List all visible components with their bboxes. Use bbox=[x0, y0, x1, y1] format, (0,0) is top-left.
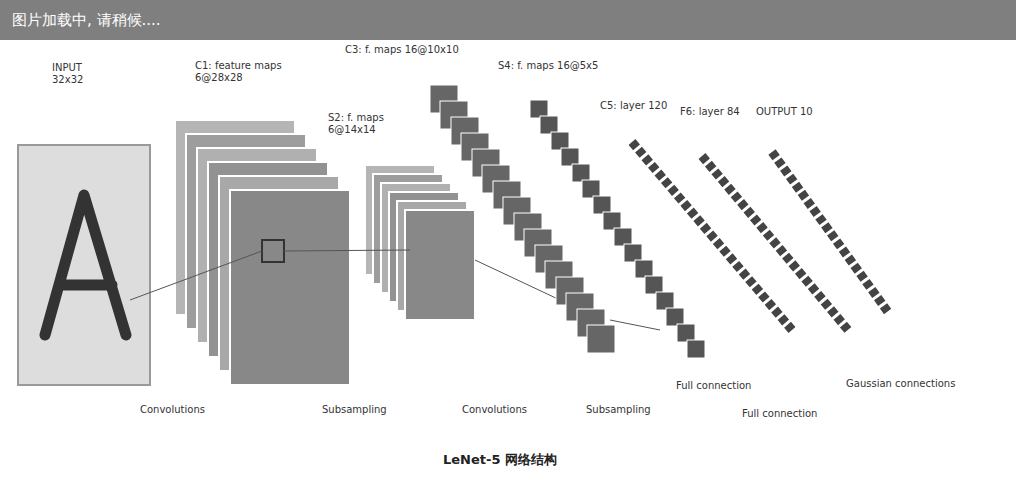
operation-label: Subsampling bbox=[322, 404, 387, 416]
operation-label: Full connection bbox=[742, 408, 817, 420]
layer-box: S4: f. maps 16@5x5 bbox=[498, 60, 610, 72]
layer-box: F6: layer 84 bbox=[680, 106, 746, 118]
layer-label: S4: f. maps 16@5x5 bbox=[498, 60, 610, 72]
layer-box: OUTPUT 10 bbox=[756, 106, 828, 118]
layer-box: C1: feature maps 6@28x28 bbox=[195, 60, 307, 84]
layer-label: INPUT 32x32 bbox=[52, 62, 116, 86]
layer-box: INPUT 32x32 bbox=[52, 62, 116, 86]
layer-label: C1: feature maps 6@28x28 bbox=[195, 60, 307, 84]
layer-box: S2: f. maps 6@14x14 bbox=[328, 112, 424, 136]
operation-label: Subsampling bbox=[586, 404, 651, 416]
layer-box: C5: layer 120 bbox=[600, 100, 672, 112]
layer-box: C3: f. maps 16@10x10 bbox=[345, 44, 463, 56]
layer-label: F6: layer 84 bbox=[680, 106, 746, 118]
loading-notice: 图片加载中, 请稍候.... bbox=[12, 11, 161, 29]
operation-label: Gaussian connections bbox=[846, 378, 955, 390]
layer-label: OUTPUT 10 bbox=[756, 106, 828, 118]
layer-label: C3: f. maps 16@10x10 bbox=[345, 44, 463, 56]
operation-label: Full connection bbox=[676, 380, 751, 392]
operation-label: Convolutions bbox=[140, 404, 205, 416]
operation-label: Convolutions bbox=[462, 404, 527, 416]
layer-label: C5: layer 120 bbox=[600, 100, 672, 112]
layer-label: S2: f. maps 6@14x14 bbox=[328, 112, 424, 136]
figure-caption: LeNet-5 网络结构 bbox=[443, 452, 557, 468]
